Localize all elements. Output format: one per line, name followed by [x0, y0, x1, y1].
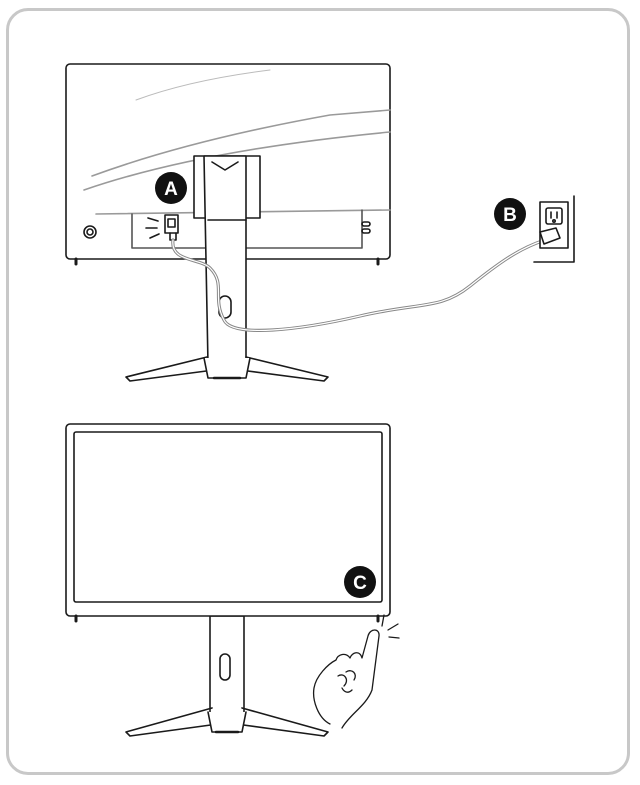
stand-column-top: [125, 155, 329, 382]
callout-badge-a: A: [155, 172, 187, 204]
callout-label-b: B: [503, 205, 517, 226]
callout-label-a: A: [164, 179, 178, 200]
callout-badge-c: C: [344, 566, 376, 598]
callout-label-c: C: [353, 573, 367, 594]
monitor-front: [65, 423, 391, 737]
hand-pressing-power-button: [312, 614, 400, 729]
callout-badge-b: B: [494, 198, 526, 230]
wall-outlet: [533, 195, 575, 263]
